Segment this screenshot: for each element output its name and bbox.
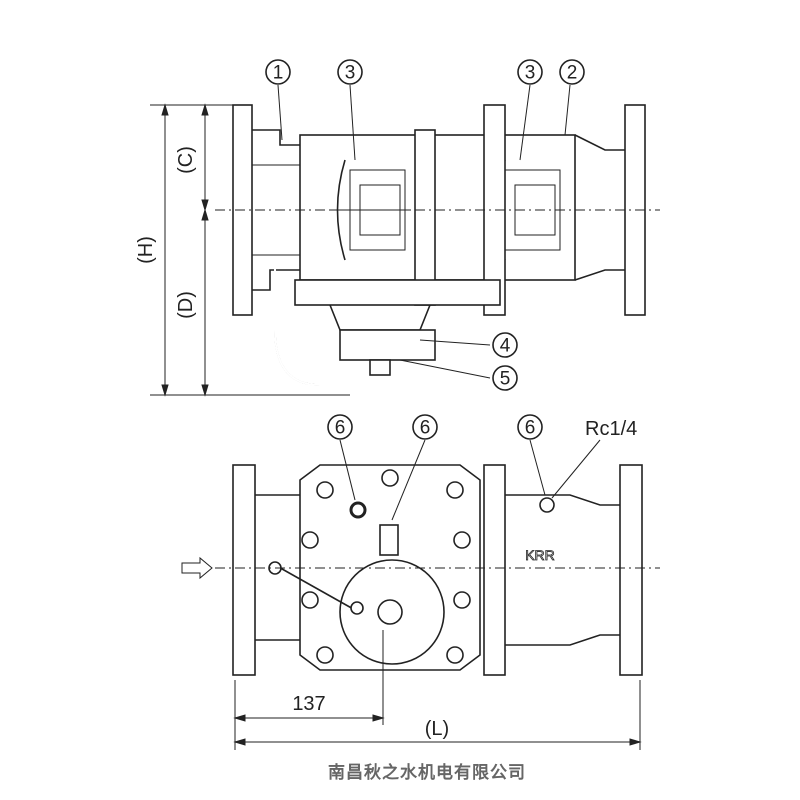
callout-3-right: 3: [517, 59, 543, 85]
callout-1: 1: [265, 59, 291, 85]
callout-6-c: 6: [517, 414, 543, 440]
callout-4: 4: [492, 332, 518, 358]
watermark: 南昌秋之水机电有限公司: [328, 763, 526, 783]
brand-mark: KRR: [525, 547, 555, 563]
bolt-heads: [301, 469, 471, 664]
callout-2: 2: [559, 59, 585, 85]
callout-number: 6: [420, 418, 431, 439]
port-label: Rc1/4: [585, 418, 637, 440]
flow-arrow-icon: [181, 556, 213, 580]
section-view: [150, 84, 660, 397]
callout-number: 2: [567, 63, 578, 84]
callout-5: 5: [492, 365, 518, 391]
dimension-137: 137: [292, 693, 325, 715]
dimension-l: (L): [425, 718, 449, 740]
callout-number: 4: [500, 336, 511, 357]
dimension-d: (D): [175, 291, 197, 319]
dimension-c: (C): [175, 146, 197, 174]
callout-number: 3: [345, 63, 356, 84]
callout-number: 6: [525, 418, 536, 439]
callout-3-left: 3: [337, 59, 363, 85]
plan-view: KRR: [181, 439, 660, 750]
callout-number: 6: [335, 418, 346, 439]
dimension-h: (H): [135, 236, 157, 264]
callout-6-b: 6: [412, 414, 438, 440]
callout-number: 5: [500, 369, 511, 390]
callout-number: 3: [525, 63, 536, 84]
callout-number: 1: [273, 63, 284, 84]
callout-6-a: 6: [327, 414, 353, 440]
